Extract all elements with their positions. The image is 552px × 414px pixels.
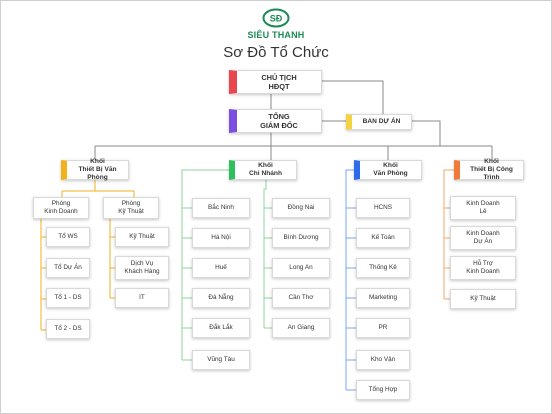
business-item[interactable]: Tổ 2 - DS — [46, 319, 90, 339]
branch-item[interactable]: Huế — [192, 258, 250, 278]
branch-item[interactable]: Đồng Nai — [272, 198, 330, 218]
office-item[interactable]: Thống Kê — [356, 258, 410, 278]
logo-name: SIÊU THANH — [247, 30, 305, 40]
connector-business-dept — [40, 218, 46, 331]
office-item[interactable]: Kế Toán — [356, 228, 410, 248]
connector-construction — [443, 169, 454, 300]
logo-icon: SĐ — [262, 8, 290, 28]
connector-office-equipment — [61, 180, 135, 197]
branch-item[interactable]: Bình Dương — [272, 228, 330, 248]
project-board-box[interactable]: BAN DỰ ÁN — [346, 114, 412, 130]
connector-branches — [181, 169, 272, 361]
business-item[interactable]: Tổ WS — [46, 227, 90, 247]
connector-office — [345, 169, 356, 391]
office-item[interactable]: PR — [356, 318, 410, 338]
technical-item[interactable]: IT — [115, 288, 169, 308]
branch-item[interactable]: Đà Nẵng — [192, 288, 250, 308]
branch-item[interactable]: Vũng Tàu — [192, 350, 250, 370]
office-item[interactable]: Kho Vận — [356, 350, 410, 370]
branch-item[interactable]: Đắk Lắk — [192, 318, 250, 338]
branch-item[interactable]: Cần Thơ — [272, 288, 330, 308]
connector-technical-dept — [109, 218, 115, 299]
office-item[interactable]: HCNS — [356, 198, 410, 218]
branch-item[interactable]: An Giang — [272, 318, 330, 338]
construction-item[interactable]: Kỹ Thuật — [450, 289, 516, 309]
office-item[interactable]: Marketing — [356, 288, 410, 308]
branch-item[interactable]: Long An — [272, 258, 330, 278]
branch-item[interactable]: Bắc Ninh — [192, 198, 250, 218]
svg-text:SĐ: SĐ — [270, 14, 283, 24]
technical-item[interactable]: Kỹ Thuật — [115, 227, 169, 247]
business-item[interactable]: Tổ 1 - DS — [46, 288, 90, 308]
business-item[interactable]: Tổ Dự Án — [46, 258, 90, 278]
branch-item[interactable]: Hà Nội — [192, 228, 250, 248]
office-item[interactable]: Tổng Hợp — [356, 380, 410, 400]
chart-title: Sơ Đồ Tổ Chức — [223, 44, 329, 61]
